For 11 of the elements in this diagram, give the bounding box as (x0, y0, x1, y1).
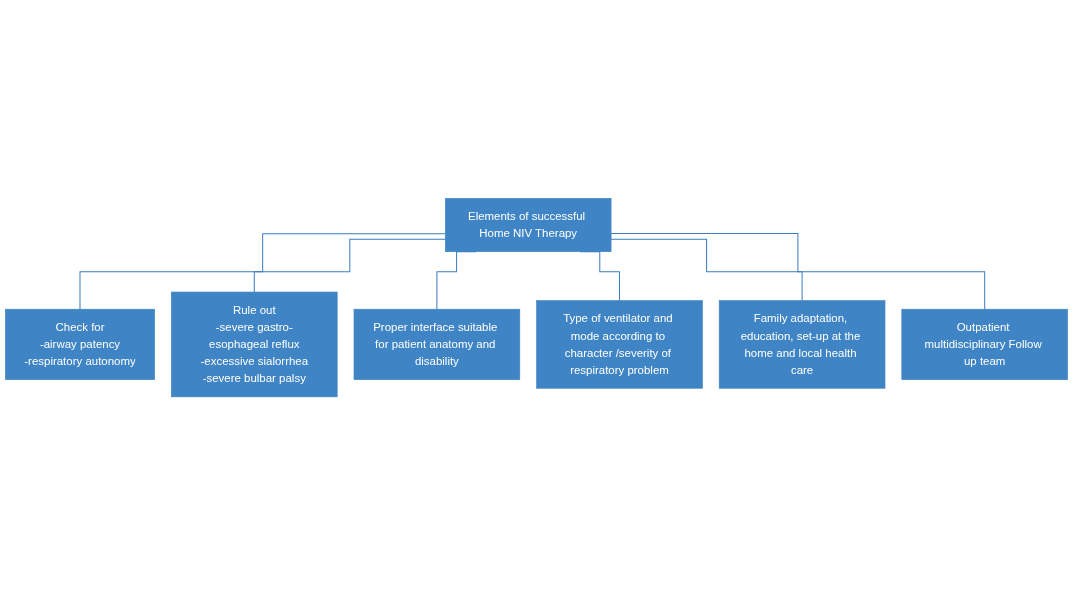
node-box: Elements of successful Home NIV Therapy (444, 198, 612, 253)
connector (79, 233, 446, 311)
connector (610, 239, 803, 302)
node-box: Check for -airway patency -respiratory autonomy (5, 309, 155, 381)
node-box: Outpatient multidisciplinary Follow up team (901, 309, 1068, 381)
node-box: Type of ventilator and mode according to character /severity of respiratory problem (536, 300, 703, 389)
node-box: Family adaptation, education, set-up at the home and local health care (718, 300, 886, 389)
node-box: Proper interface suitable for patient anatomy and disability (353, 309, 521, 381)
connector (610, 233, 986, 311)
node-box: Rule out -severe gastro-esophageal reflux -excessive sialorrhea -severe bulbar palsy (171, 292, 338, 398)
connector (253, 239, 446, 293)
